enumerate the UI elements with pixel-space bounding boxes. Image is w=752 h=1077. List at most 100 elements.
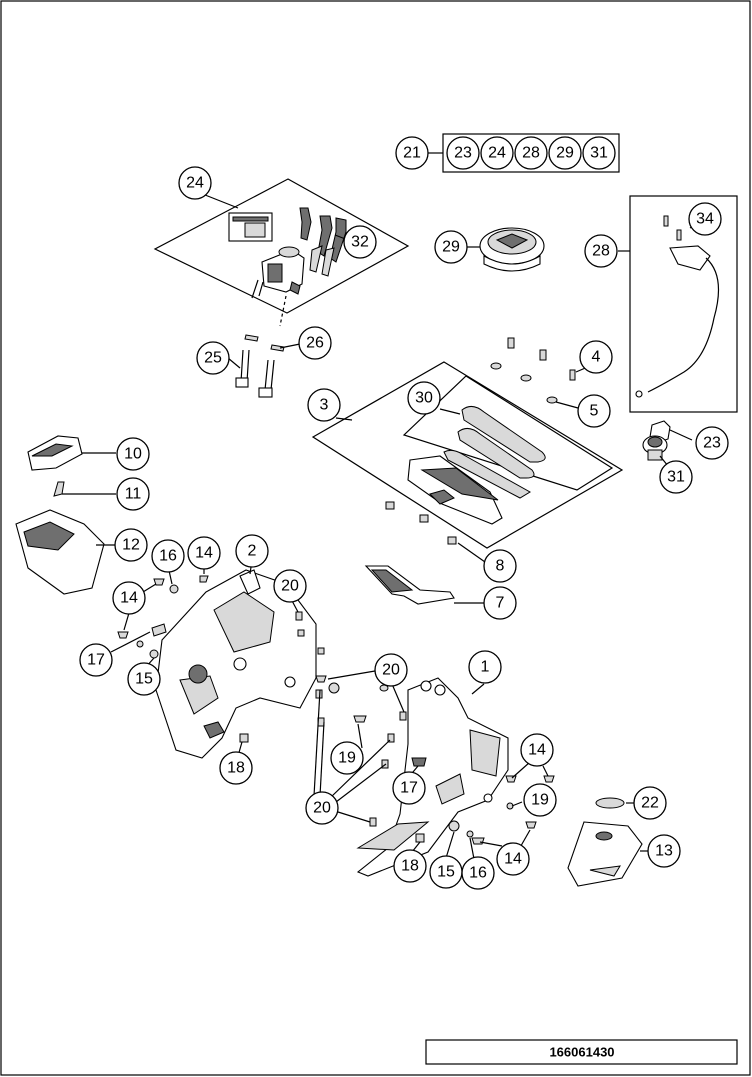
kit-item-24: 24	[480, 136, 514, 170]
svg-text:19: 19	[531, 792, 549, 809]
pad-part	[595, 797, 634, 809]
callout-25: 25	[196, 341, 230, 375]
svg-text:20: 20	[281, 578, 299, 595]
callout-16-b: 16	[461, 856, 495, 890]
svg-text:5: 5	[590, 403, 599, 420]
callout-4: 4	[579, 340, 613, 374]
svg-text:12: 12	[122, 537, 140, 554]
callout-32: 32	[343, 225, 377, 259]
front-bracket-left	[155, 559, 317, 759]
svg-text:14: 14	[528, 742, 546, 759]
kit-item-31: 31	[582, 136, 616, 170]
lock-screws	[227, 295, 301, 398]
svg-text:10: 10	[124, 446, 142, 463]
svg-text:31: 31	[590, 145, 608, 162]
callout-16-a: 16	[151, 539, 185, 573]
holder-part	[15, 509, 116, 595]
callout-17-b: 17	[392, 771, 426, 805]
svg-text:14: 14	[195, 545, 213, 562]
svg-text:32: 32	[351, 234, 369, 251]
callout-34: 34	[688, 202, 722, 236]
drawing-number-box: 166061430	[425, 1039, 738, 1065]
svg-text:25: 25	[204, 350, 222, 367]
svg-text:15: 15	[135, 671, 153, 688]
callout-8: 8	[483, 549, 517, 583]
callout-14-d: 14	[496, 842, 530, 876]
callout-10: 10	[116, 437, 150, 471]
svg-text:1: 1	[481, 659, 490, 676]
callout-3: 3	[307, 388, 341, 422]
kit-item-23: 23	[446, 136, 480, 170]
callout-1: 1	[468, 650, 502, 684]
dashboard-gasket-frame	[402, 375, 614, 491]
callout-18-b: 18	[393, 849, 427, 883]
svg-text:23: 23	[703, 435, 721, 452]
callout-20-b: 20	[374, 653, 408, 687]
svg-text:34: 34	[696, 211, 714, 228]
callout-18-a: 18	[219, 751, 253, 785]
callout-20-c: 20	[305, 791, 339, 825]
callout-19-b: 19	[523, 783, 557, 817]
callout-17-a: 17	[79, 643, 113, 677]
svg-text:3: 3	[320, 397, 329, 414]
svg-text:23: 23	[454, 145, 472, 162]
callout-15-b: 15	[429, 855, 463, 889]
fuel-cap	[466, 227, 545, 272]
front-bracket-right	[356, 677, 509, 877]
callout-31: 31	[659, 460, 693, 494]
callout-20-a: 20	[273, 569, 307, 603]
svg-text:28: 28	[592, 243, 610, 260]
callout-19-a: 19	[330, 741, 364, 775]
callout-2: 2	[235, 534, 269, 568]
svg-text:29: 29	[442, 239, 460, 256]
ignition-set-frame	[153, 178, 410, 314]
svg-text:24: 24	[488, 145, 506, 162]
svg-text:13: 13	[655, 843, 673, 860]
cable-lock	[642, 420, 693, 467]
cable-frame	[618, 195, 738, 413]
svg-text:20: 20	[382, 662, 400, 679]
svg-text:2: 2	[248, 543, 257, 560]
cover-right	[567, 821, 648, 887]
drawing-number: 166061430	[549, 1045, 614, 1060]
svg-text:22: 22	[641, 795, 659, 812]
callout-28: 28	[584, 234, 618, 268]
svg-text:28: 28	[522, 145, 540, 162]
svg-text:11: 11	[125, 486, 142, 503]
svg-text:19: 19	[338, 750, 356, 767]
callout-11: 11	[116, 477, 150, 511]
callout-5: 5	[577, 394, 611, 428]
kit-item-28: 28	[514, 136, 548, 170]
kit-item-29: 29	[548, 136, 582, 170]
svg-text:18: 18	[401, 858, 419, 875]
callout-14-b: 14	[112, 581, 146, 615]
callout-22: 22	[633, 786, 667, 820]
callout-23: 23	[695, 426, 729, 460]
svg-text:21: 21	[403, 145, 421, 162]
svg-text:15: 15	[437, 864, 455, 881]
svg-text:14: 14	[504, 851, 522, 868]
dashboard-frame	[311, 361, 624, 549]
svg-text:14: 14	[120, 590, 138, 607]
callout-24: 24	[178, 166, 212, 200]
svg-text:26: 26	[306, 335, 324, 352]
dashboard-housing	[407, 455, 503, 525]
callout-14-a: 14	[187, 536, 221, 570]
dashboard-grommets	[385, 501, 486, 563]
svg-text:16: 16	[469, 865, 487, 882]
callout-30: 30	[407, 381, 441, 415]
svg-text:17: 17	[400, 780, 418, 797]
svg-text:29: 29	[556, 145, 574, 162]
key-set	[299, 207, 347, 277]
svg-text:18: 18	[227, 760, 245, 777]
callout-15-a: 15	[127, 662, 161, 696]
callout-29: 29	[434, 230, 468, 264]
ignition-lock	[251, 246, 305, 299]
svg-text:20: 20	[313, 800, 331, 817]
dashboard-screws	[490, 337, 591, 409]
svg-text:24: 24	[186, 175, 204, 192]
callout-13: 13	[647, 834, 681, 868]
callout-12: 12	[114, 528, 148, 562]
cover-part	[27, 435, 116, 471]
